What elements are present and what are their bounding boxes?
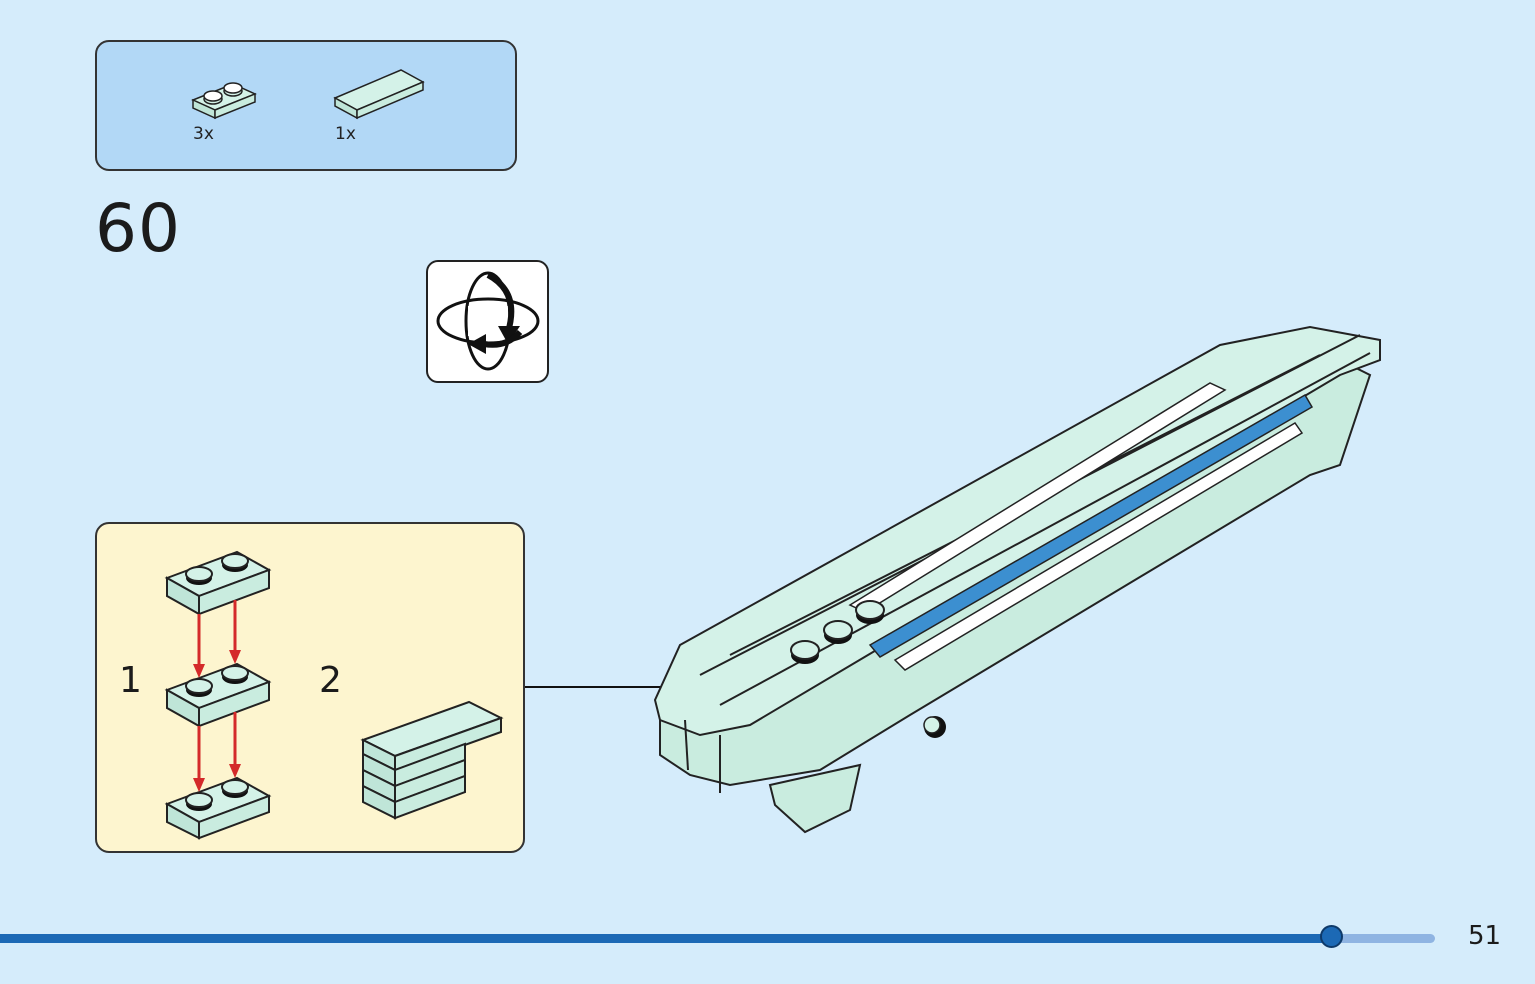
part-qty-2: 1x bbox=[335, 124, 356, 144]
keel bbox=[768, 763, 862, 834]
sub-step-1-number: 1 bbox=[119, 660, 142, 701]
white-stripe-lower bbox=[893, 422, 1304, 671]
plate-middle bbox=[164, 662, 272, 728]
tile-1x4-part-icon bbox=[333, 68, 427, 124]
rotate-model-icon bbox=[436, 271, 540, 371]
main-model-diagram bbox=[525, 325, 1381, 834]
progress-track bbox=[1333, 934, 1435, 943]
plate-bottom bbox=[164, 776, 272, 840]
deck bbox=[653, 325, 1381, 737]
sub-assembly-box: 1 2 bbox=[95, 522, 525, 853]
stacked-assembly-diagram bbox=[360, 700, 504, 820]
part-qty-1: 3x bbox=[193, 124, 214, 144]
page-number: 51 bbox=[1468, 921, 1502, 951]
deck-studs bbox=[790, 600, 885, 664]
plate-1x2-part-icon bbox=[191, 76, 259, 126]
stacking-plates-diagram bbox=[164, 550, 272, 840]
rotate-callout bbox=[426, 260, 549, 383]
red-arrows bbox=[193, 600, 241, 792]
progress-bar bbox=[0, 934, 1333, 943]
plate-top bbox=[164, 550, 272, 616]
blue-stripe bbox=[868, 393, 1314, 658]
parts-list-box: 3x 1x bbox=[95, 40, 517, 171]
progress-indicator bbox=[1320, 925, 1343, 948]
step-number: 60 bbox=[95, 190, 181, 267]
sub-step-2-number: 2 bbox=[319, 660, 342, 701]
